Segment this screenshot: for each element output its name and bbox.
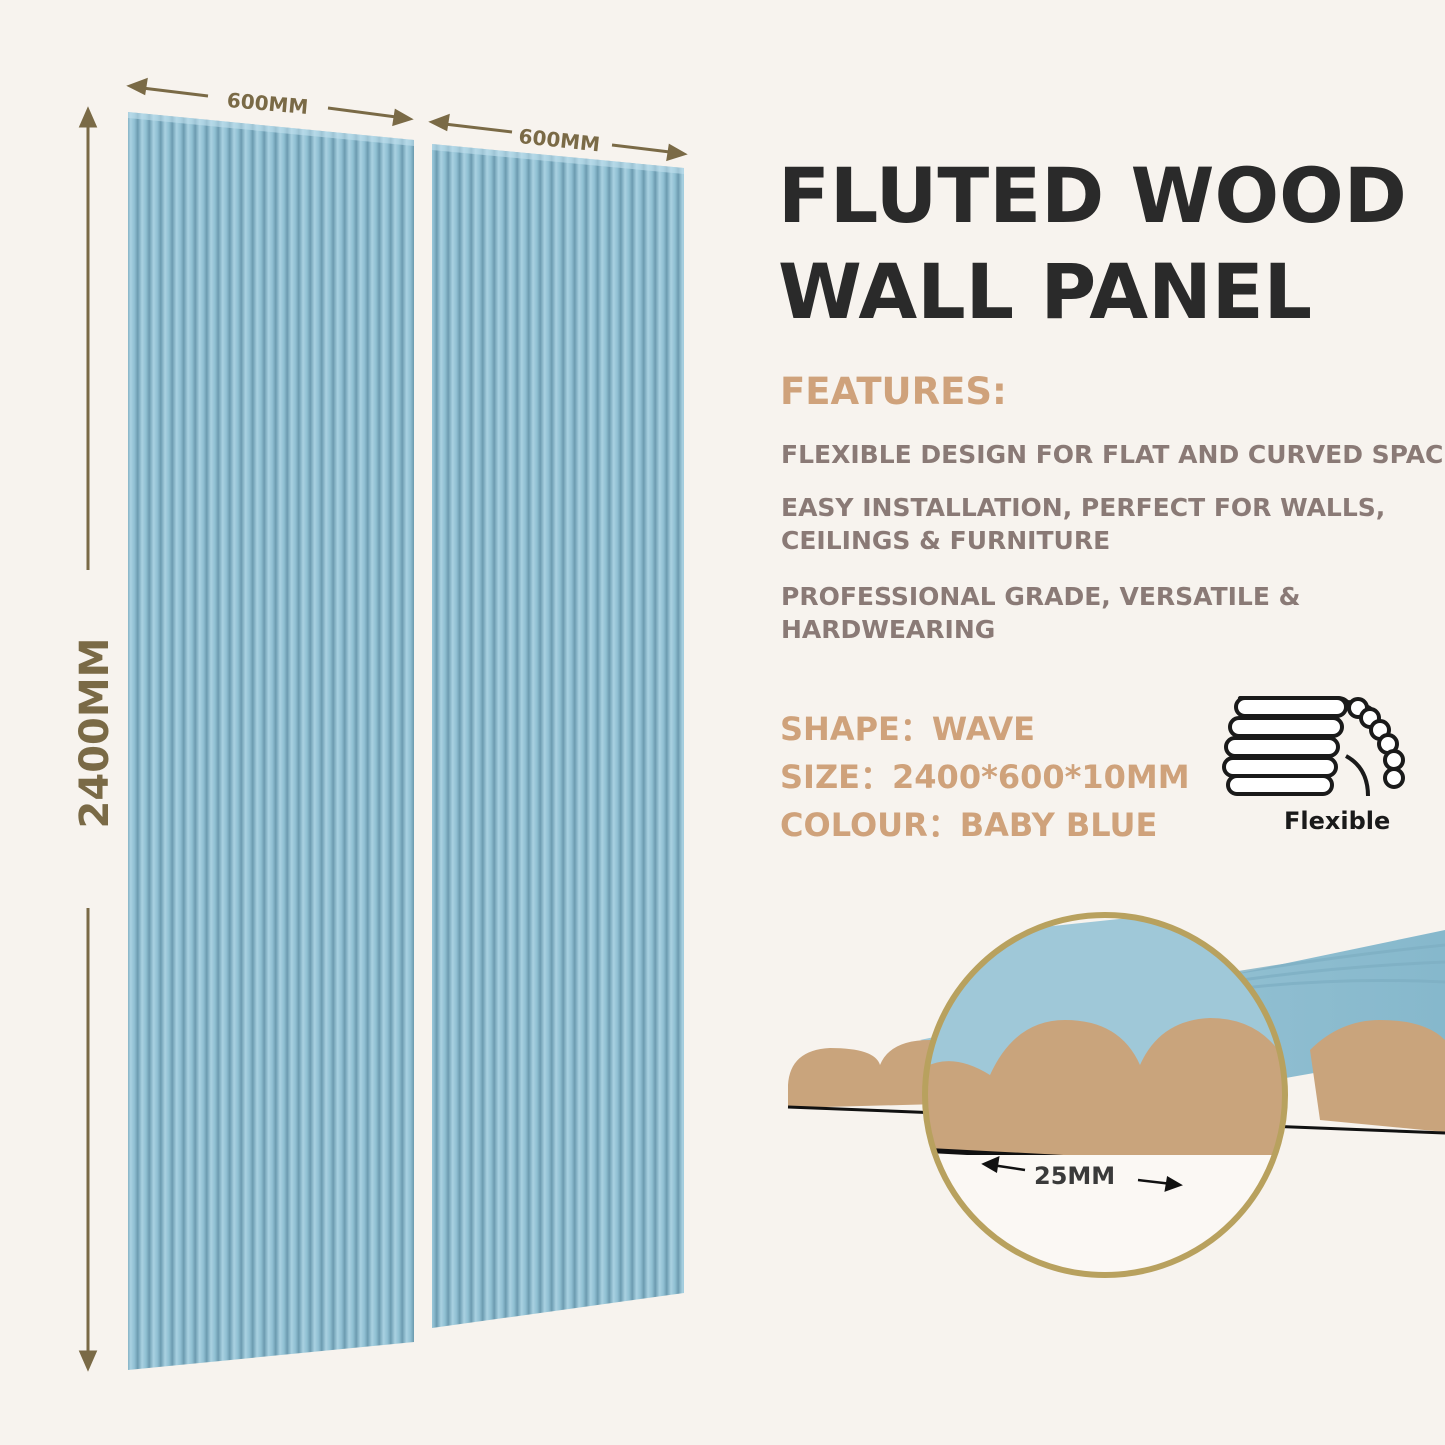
features-heading: FEATURES: xyxy=(780,370,1007,413)
width-dimension-left xyxy=(126,77,414,127)
feature-item: FLEXIBLE DESIGN FOR FLAT AND CURVED SPAC… xyxy=(781,440,1445,469)
height-dimension xyxy=(78,106,98,1372)
height-label: 2400MM xyxy=(72,637,118,829)
cross-section-detail xyxy=(787,912,1445,1278)
title-line-2: WALL PANEL xyxy=(778,247,1313,336)
flexible-label: Flexible xyxy=(1284,807,1391,835)
magnifier-ring xyxy=(922,912,1288,1278)
flute-width-label: 25MM xyxy=(1034,1162,1116,1190)
feature-item: PROFESSIONAL GRADE, VERSATILE & HARDWEAR… xyxy=(781,582,1301,644)
spec-shape: SHAPE：WAVE xyxy=(780,710,1035,748)
panel-right xyxy=(432,144,684,1328)
spec-size: SIZE：2400*600*10MM xyxy=(780,758,1190,796)
flexible-panel-icon xyxy=(1222,696,1405,797)
spec-colour: COLOUR：BABY BLUE xyxy=(780,806,1158,844)
flute-width-dimension xyxy=(981,1155,1183,1192)
page-title: FLUTED WOOD WALL PANEL xyxy=(778,148,1438,340)
width-dimension-right xyxy=(428,113,688,162)
panels-illustration xyxy=(78,77,688,1372)
feature-item: EASY INSTALLATION, PERFECT FOR WALLS, CE… xyxy=(781,493,1386,555)
title-line-1: FLUTED WOOD xyxy=(778,151,1407,240)
panel-left xyxy=(128,112,414,1370)
